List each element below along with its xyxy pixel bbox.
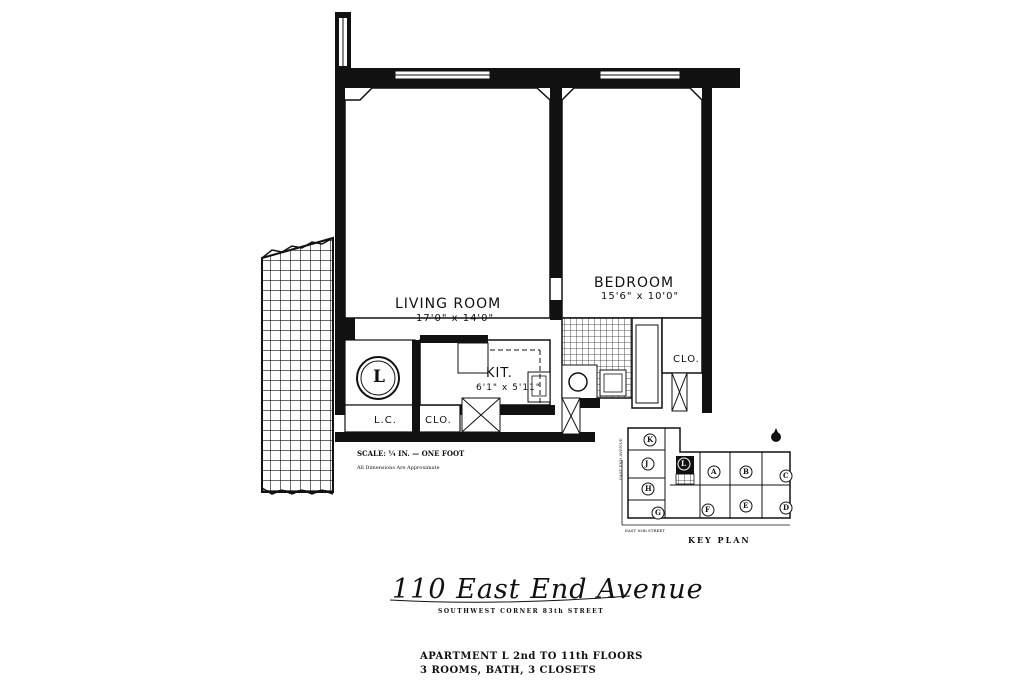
key-unit-b: B xyxy=(743,467,749,476)
dimensions-note: All Dimensions Are Approximate xyxy=(357,465,440,471)
street-bottom-label: EAST 83th STREET xyxy=(625,528,665,533)
street-side-label: EAST END AVENUE xyxy=(618,438,623,480)
kitchen-name: KIT. xyxy=(486,366,513,381)
front-closets xyxy=(344,340,461,433)
key-unit-circle xyxy=(677,457,691,471)
unit-marker: L xyxy=(373,367,386,387)
key-unit-j: J xyxy=(645,459,649,468)
bedroom xyxy=(561,87,703,353)
key-unit-l: L xyxy=(681,459,686,468)
title-flourish xyxy=(389,595,631,603)
linen-closet-label: L.C. xyxy=(374,415,397,426)
key-unit-e: E xyxy=(743,501,749,510)
apartment-line: APARTMENT L 2nd TO 11th FLOORS xyxy=(420,651,643,662)
key-unit-d: D xyxy=(783,503,790,512)
bathroom xyxy=(561,317,663,409)
living-room-dims: 17'0" x 14'0" xyxy=(416,313,495,324)
living-room-name: LIVING ROOM xyxy=(395,296,502,312)
building-name: 110 East End Avenue xyxy=(392,574,704,605)
living-room xyxy=(335,87,551,343)
key-unit-circle xyxy=(641,457,655,471)
key-plan-units xyxy=(641,433,793,520)
terrace xyxy=(261,236,334,495)
bedroom-closet xyxy=(561,317,703,435)
key-unit-circle xyxy=(651,506,665,520)
key-unit-circle xyxy=(779,501,793,515)
key-unit-circle xyxy=(739,499,753,513)
key-unit-k: K xyxy=(647,435,654,444)
key-unit-c: C xyxy=(783,471,789,480)
apartment-rooms: 3 ROOMS, BATH, 3 CLOSETS xyxy=(420,665,597,676)
key-unit-circle xyxy=(701,503,715,517)
key-unit-h: H xyxy=(645,484,652,493)
kitchen xyxy=(419,335,551,433)
flue xyxy=(335,12,351,70)
key-unit-circle xyxy=(707,465,721,479)
key-unit-g: G xyxy=(655,508,661,517)
bedroom-dims: 15'6" x 10'0" xyxy=(601,291,680,302)
kitchen-dims: 6'1" x 5'11" xyxy=(476,383,541,393)
key-unit-circle xyxy=(739,465,753,479)
bedroom-closet-label: CLO. xyxy=(673,354,700,365)
foyer xyxy=(344,339,416,406)
bedroom-name: BEDROOM xyxy=(594,275,675,291)
key-unit-a: A xyxy=(711,467,717,476)
closet-label: CLO. xyxy=(425,415,452,426)
key-unit-circle xyxy=(641,482,655,496)
scale-note: SCALE: ¼ IN. — ONE FOOT xyxy=(357,449,465,458)
key-plan-label: KEY PLAN xyxy=(688,535,751,545)
exterior-walls xyxy=(335,68,740,442)
key-unit-f: F xyxy=(705,505,710,514)
key-unit-circle xyxy=(779,469,793,483)
building-location: SOUTHWEST CORNER 83th STREET xyxy=(438,608,605,615)
key-unit-circle xyxy=(643,433,657,447)
